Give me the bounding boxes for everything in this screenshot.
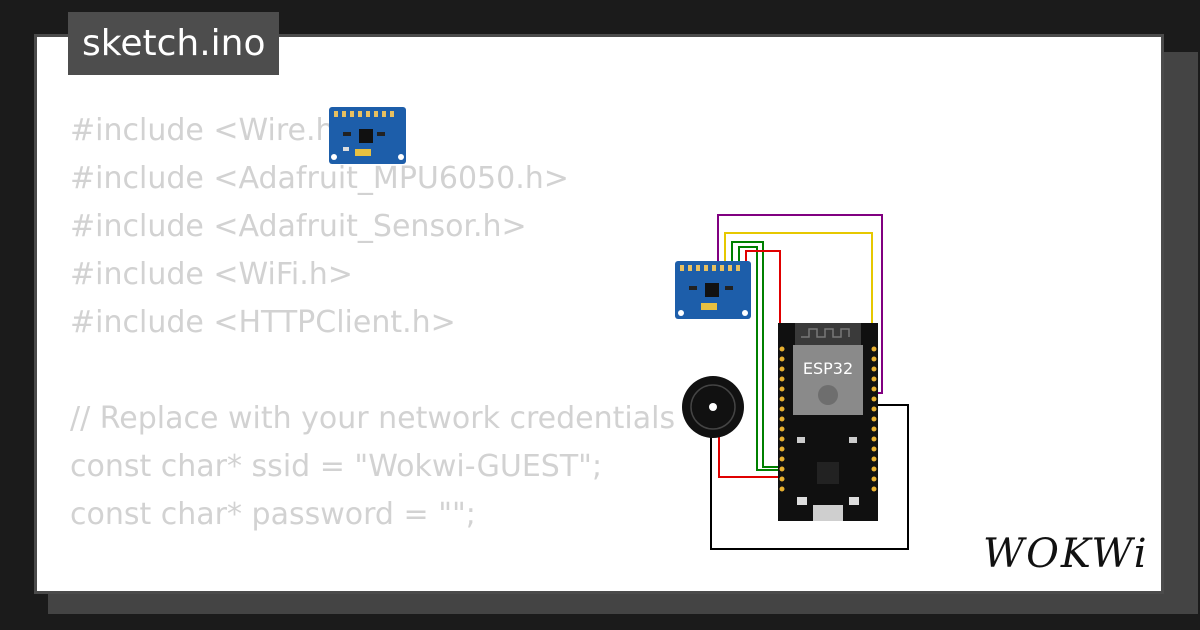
wire-green bbox=[731, 241, 782, 468]
code-line: #include <WiFi.h> bbox=[70, 257, 353, 292]
wire-red-buzzer bbox=[718, 433, 782, 478]
code-line: #include <Adafruit_MPU6050.h> bbox=[70, 161, 569, 196]
wokwi-logo: WOKWi bbox=[983, 531, 1149, 577]
mpu6050-module bbox=[675, 261, 751, 319]
wire-green-2 bbox=[738, 246, 782, 471]
file-tab: sketch.ino bbox=[68, 12, 280, 75]
esp32-board: ESP32 bbox=[778, 323, 878, 521]
code-preview: #include <Wire.h>#include <Adafruit_MPU6… bbox=[70, 107, 675, 539]
wire-purple bbox=[717, 214, 883, 394]
board-label: ESP32 bbox=[803, 359, 853, 378]
code-line: #include <HTTPClient.h> bbox=[70, 305, 456, 340]
mpu6050-module-small bbox=[329, 107, 406, 164]
wire-black bbox=[710, 404, 909, 550]
code-line: const char* ssid = "Wokwi-GUEST"; bbox=[70, 449, 603, 484]
code-line: const char* password = ""; bbox=[70, 497, 476, 532]
logo-text: WOKWi bbox=[983, 531, 1149, 577]
circuit-diagram: ESP32 bbox=[329, 107, 909, 550]
code-line: #include <Adafruit_Sensor.h> bbox=[70, 209, 527, 244]
code-line: // Replace with your network credentials bbox=[70, 401, 676, 436]
preview-card: #include <Wire.h>#include <Adafruit_MPU6… bbox=[34, 34, 1164, 594]
buzzer bbox=[682, 376, 744, 438]
